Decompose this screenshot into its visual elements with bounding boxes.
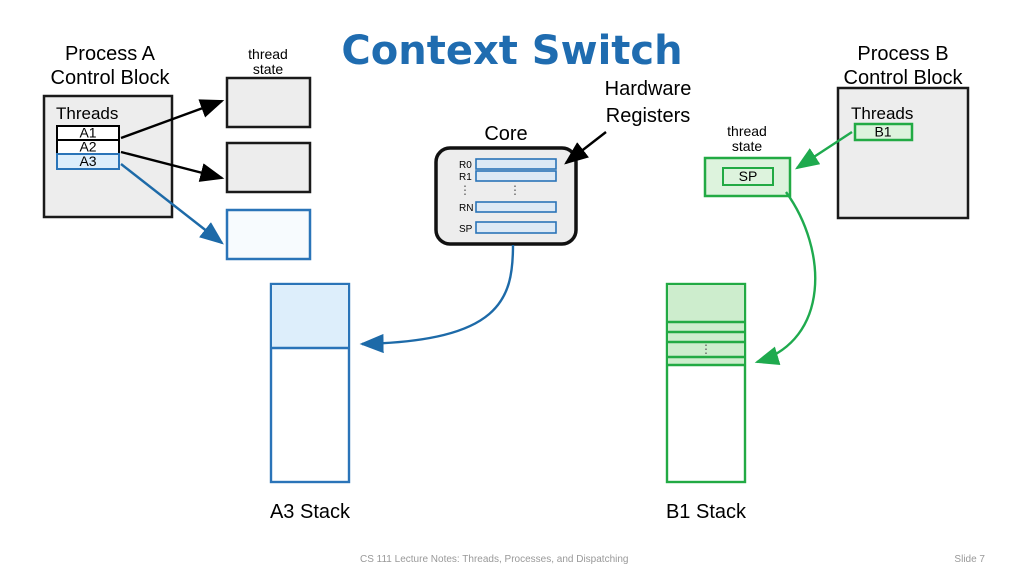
stack-b1-caption: B1 Stack (666, 501, 747, 523)
thread-item-a3-label: A3 (79, 153, 96, 169)
process-b-control-block (836, 86, 970, 220)
thread-state-box-a3 (225, 208, 312, 261)
thread-state-b-label-line1: thread (727, 123, 767, 139)
register-bar-rn (475, 201, 557, 213)
arrow-b1-to-thread-state (794, 130, 853, 170)
process-a-threads-label: Threads (56, 104, 118, 123)
arrow-a2-to-thread-state (120, 150, 225, 182)
thread-item-a2-label: A2 (79, 139, 96, 155)
thread-state-b-label-line2: state (732, 138, 763, 154)
thread-state-a-label-line1: thread (248, 46, 288, 62)
register-bar-sp (475, 221, 557, 234)
register-label-r0: R0 (459, 160, 472, 171)
arrow-a3-to-thread-state (120, 163, 224, 245)
process-b-heading-line1: Process B (857, 43, 948, 65)
curve-sp-to-a3-stack (359, 244, 515, 354)
thread-state-sp-label: SP (739, 168, 758, 184)
register-label-rn: RN (459, 203, 473, 214)
process-a-heading-line2: Control Block (51, 67, 171, 89)
stack-a3-caption: A3 Stack (270, 501, 351, 523)
hardware-registers-callout-line2: Registers (606, 105, 690, 127)
thread-item-b1-box[interactable] (853, 122, 914, 142)
stack-a3-used-region (272, 285, 348, 348)
stack-b1-frame-ellipsis: ⋮ (700, 342, 712, 356)
arrow-callout-to-core (564, 131, 607, 165)
process-a-heading-line1: Process A (65, 43, 156, 65)
thread-state-box-a2 (225, 141, 312, 194)
hardware-registers-callout-line1: Hardware (605, 78, 692, 100)
thread-item-b1-label: B1 (874, 124, 891, 140)
register-ellipsis-right: ⋮ (509, 183, 521, 197)
register-label-sp: SP (459, 224, 473, 235)
thread-state-a-label-line2: state (253, 61, 284, 77)
footer-left: CS 111 Lecture Notes: Threads, Processes… (360, 554, 628, 565)
thread-state-box-a1 (225, 76, 312, 129)
process-b-heading-line2: Control Block (844, 67, 964, 89)
curve-sp-to-b1-stack (754, 191, 817, 365)
core-label: Core (484, 123, 527, 145)
arrow-a1-to-thread-state (120, 99, 225, 140)
thread-item-a3-box[interactable] (56, 153, 120, 170)
stack-b1-used-region (668, 285, 744, 364)
register-label-r1: R1 (459, 172, 472, 183)
footer-right: Slide 7 (954, 554, 985, 565)
page-title: Context Switch (341, 28, 682, 74)
thread-state-sp-box (722, 167, 774, 186)
register-bar-r1 (475, 170, 557, 182)
process-b-threads-label: Threads (851, 104, 913, 123)
thread-item-a1-label: A1 (79, 125, 96, 141)
register-bar-r0 (475, 158, 557, 170)
register-ellipsis-left: ⋮ (459, 183, 471, 197)
